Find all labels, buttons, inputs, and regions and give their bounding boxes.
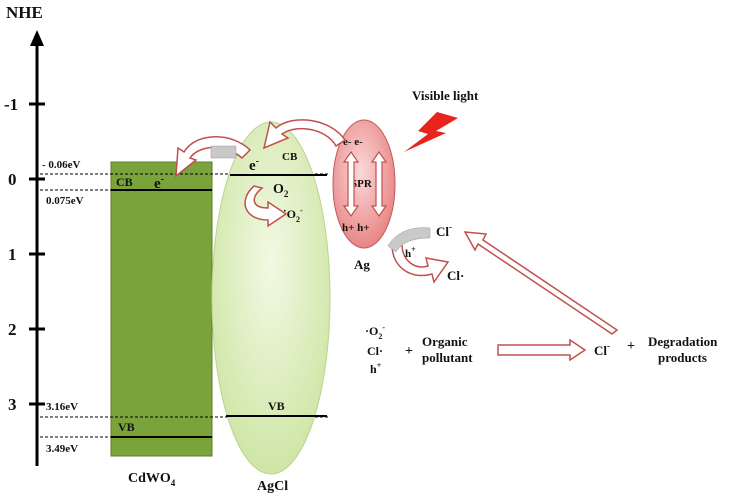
arrow-hole-to-cl [391,243,450,284]
lightning-bolt-icon [404,112,458,152]
axis-tick-label-4: 3 [8,395,17,414]
spr-arrow-right [370,150,388,218]
cl-radical-label: Cl· [447,268,464,283]
radical-chlorine: Cl· [367,344,383,358]
cdwo4-cb-label: CB [116,175,133,189]
products-line2: products [658,350,707,365]
pollutant-line1: Organic [422,334,468,349]
axis-tick-label-1: 0 [8,170,17,189]
ag-name: Ag [354,257,370,272]
products-line1: Degradation [648,334,718,349]
axis-tick-label-2: 1 [8,245,17,264]
arrow-cl-recycle [463,231,619,335]
arrow-o2-to-superoxide [244,185,288,228]
axis-title: NHE [6,3,43,22]
plus-sign-2: + [627,339,635,354]
pollutant-line2: pollutant [422,350,473,365]
radical-superoxide: ·O2- [365,323,385,341]
axis-tick-label-3: 2 [8,320,17,339]
plus-sign-1: + [405,344,413,359]
superoxide-label: ·O2- [283,205,303,224]
agcl-vb-label: VB [268,399,285,413]
cdwo4-name: CdWO4 [128,471,176,488]
spr-arrow-left [342,150,360,218]
product-cl-label: Cl- [594,341,610,358]
o2-label: O2 [273,182,289,199]
cdwo4-vb-label: VB [118,420,135,434]
nhe-axis-arrowhead [30,30,44,46]
spr-label: SPR [351,178,373,190]
ag-holes: h+ h+ [342,222,370,234]
visible-light-label: Visible light [412,88,479,103]
arrow-cdwo4-grey [210,145,237,159]
arrow-to-products [497,338,587,362]
level-label-cb-top: - 0.06eV [42,159,81,171]
axis-ticks: -1 0 1 2 3 [4,95,45,414]
agcl-name: AgCl [257,479,288,494]
cdwo4-electron: e- [154,174,164,192]
ag-electrons: e- e- [343,136,363,148]
cl-ion-label: Cl- [436,222,452,239]
radical-hole: h+ [370,361,382,376]
agcl-electron: e- [249,156,259,174]
axis-tick-label-0: -1 [4,95,18,114]
level-label-vb-top: 3.16eV [46,401,78,413]
cdwo4-block [110,161,213,457]
arrow-ag-to-agcl [262,119,347,150]
level-label-cb-bottom: 0.075eV [46,195,84,207]
hole-label: h+ [405,245,416,260]
level-label-vb-bottom: 3.49eV [46,443,78,455]
arrow-cl-grey [387,227,431,253]
agcl-cb-label: CB [282,151,298,163]
